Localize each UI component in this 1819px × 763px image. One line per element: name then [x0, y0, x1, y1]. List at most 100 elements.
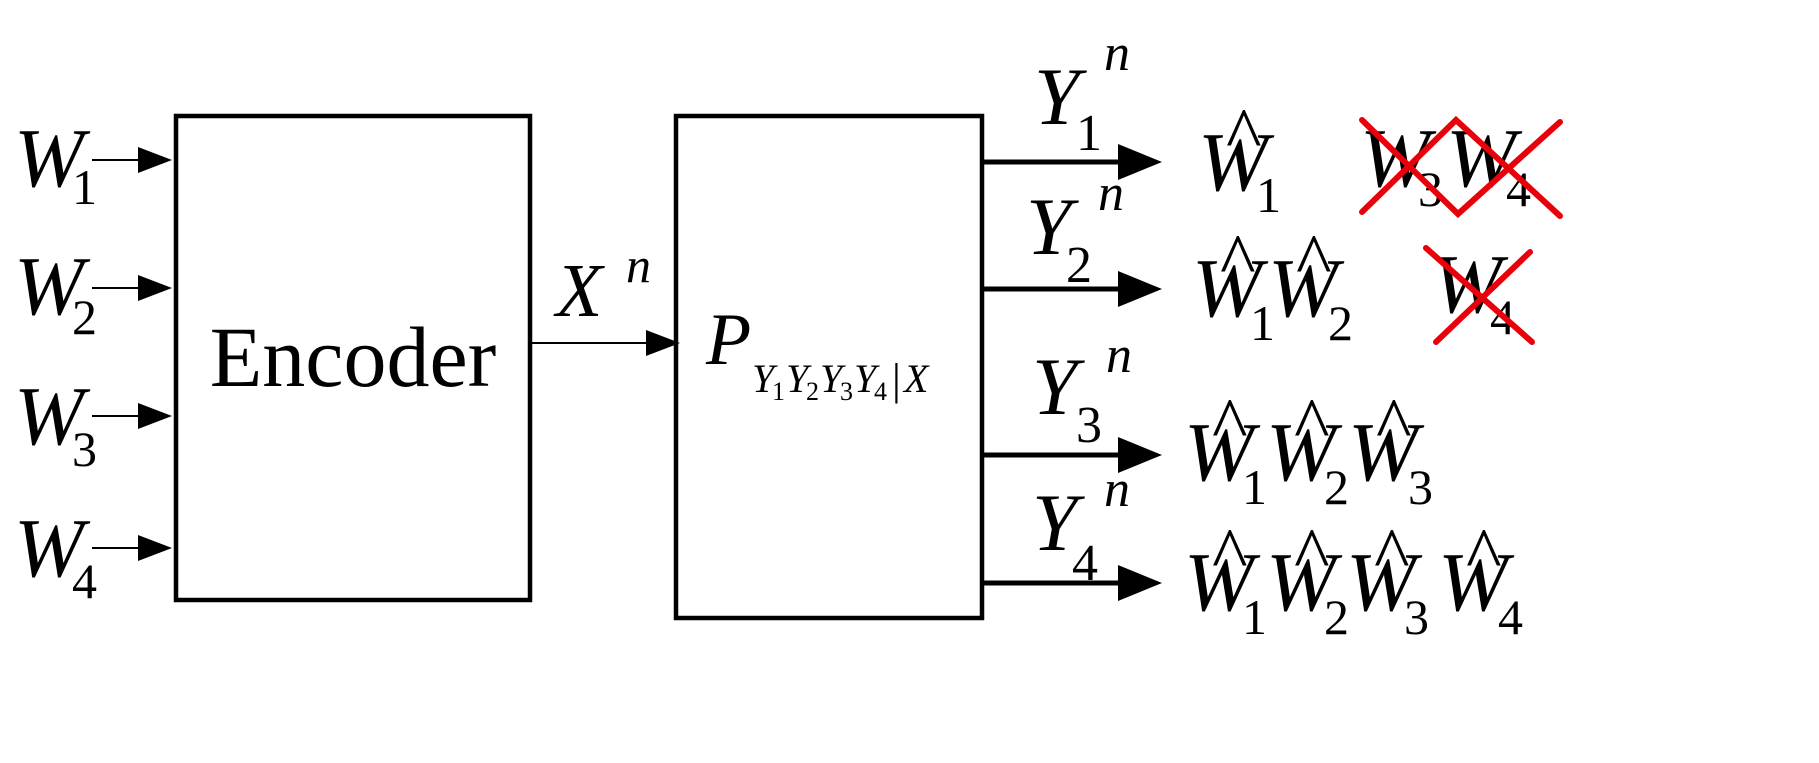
- estimate-base: W: [1184, 406, 1261, 499]
- estimate-hat: ^: [1226, 93, 1262, 177]
- output-y2-index: 2: [1066, 237, 1092, 294]
- estimate-base: W: [1348, 406, 1425, 499]
- output-y3: Y n 3: [982, 327, 1162, 473]
- output-y3-arrowhead: [1118, 437, 1162, 473]
- receiver-1-estimates: W ^ 1: [1198, 93, 1281, 223]
- receiver-1-crossed-out: W 3 W 4: [1359, 112, 1563, 219]
- input-w4-base: W: [14, 502, 91, 595]
- receiver-2-estimates: W ^ 1 W ^ 2: [1192, 219, 1353, 351]
- estimate-hat: ^: [1220, 219, 1256, 303]
- estimate-index: 2: [1324, 459, 1349, 515]
- output-y4-index: 4: [1072, 535, 1098, 592]
- estimate-hat: ^: [1212, 383, 1248, 467]
- estimate-index: 1: [1242, 589, 1267, 645]
- estimate-w1: W ^ 1: [1192, 219, 1275, 351]
- input-arrow-w2: [92, 275, 172, 301]
- output-y1-exponent: n: [1104, 25, 1130, 82]
- output-y3-symbol: Y: [1032, 341, 1085, 432]
- estimate-base: W: [1266, 406, 1343, 499]
- estimate-hat: ^: [1296, 219, 1332, 303]
- output-y2: Y n 2: [982, 165, 1162, 307]
- estimate-index: 2: [1324, 589, 1349, 645]
- channel-law-y2-index: 2: [806, 377, 819, 406]
- estimate-base: W: [1266, 536, 1343, 629]
- output-y4: Y n 4: [982, 461, 1162, 601]
- output-y1-index: 1: [1076, 105, 1102, 162]
- input-w3-base: W: [14, 370, 91, 463]
- channel-law-p: P: [705, 299, 751, 381]
- input-w4-index: 4: [72, 553, 97, 609]
- input-arrow-w3: [92, 403, 172, 429]
- input-message-w1: W 1: [14, 112, 97, 215]
- channel-block: P Y 1 Y 2 Y 3 Y 4 | X: [673, 113, 985, 621]
- output-y4-exponent: n: [1104, 461, 1130, 518]
- estimate-base: W: [1346, 536, 1423, 629]
- estimate-base: W: [1184, 536, 1261, 629]
- estimate-hat: ^: [1374, 513, 1410, 597]
- estimate-index: 3: [1404, 589, 1429, 645]
- channel-law-y1: Y: [752, 356, 778, 401]
- estimate-base: W: [1268, 242, 1345, 335]
- cross-out-mark: [1359, 115, 1563, 219]
- output-y1-symbol: Y: [1034, 51, 1087, 142]
- cross-out-mark: [1423, 245, 1535, 345]
- estimate-hat: ^: [1376, 383, 1412, 467]
- decoded-estimates: W ^ 1 W 3 W 4 W ^ 1 W ^: [1184, 93, 1563, 645]
- input-w1-index: 1: [72, 159, 97, 215]
- channel-input-exponent: n: [626, 237, 651, 293]
- receiver-4-estimates: W ^ 1 W ^ 2 W ^ 3 W ^ 4: [1184, 513, 1523, 645]
- output-y4-arrowhead: [1118, 565, 1162, 601]
- estimate-base: W: [1198, 116, 1275, 209]
- estimate-w1: W ^ 1: [1184, 383, 1267, 515]
- channel-law-y2: Y: [786, 356, 812, 401]
- channel-input-link: X n: [530, 237, 680, 356]
- receiver-2-crossed-out: W 4: [1423, 238, 1535, 345]
- input-arrows: [92, 147, 172, 561]
- input-messages: W 1 W 2 W 3 W 4: [14, 112, 97, 609]
- channel-law-y3-index: 3: [840, 377, 853, 406]
- channel-law-label: P Y 1 Y 2 Y 3 Y 4 | X: [705, 299, 930, 406]
- estimate-index: 4: [1498, 589, 1523, 645]
- input-message-w2: W 2: [14, 240, 97, 345]
- channel-input-arrowhead: [646, 330, 680, 356]
- input-w2-index: 2: [72, 289, 97, 345]
- estimate-hat: ^: [1294, 513, 1330, 597]
- output-y1-arrowhead: [1118, 144, 1162, 180]
- estimate-w1: W ^ 1: [1198, 93, 1281, 223]
- estimate-w2: W ^ 2: [1266, 383, 1349, 515]
- estimate-hat: ^: [1466, 513, 1502, 597]
- output-y2-exponent: n: [1098, 165, 1124, 222]
- output-y2-symbol: Y: [1026, 181, 1079, 272]
- output-y1: Y n 1: [982, 25, 1162, 180]
- output-y4-symbol: Y: [1032, 477, 1085, 568]
- input-w2-base: W: [14, 240, 91, 333]
- estimate-hat: ^: [1294, 383, 1330, 467]
- estimate-index: 2: [1328, 295, 1353, 351]
- estimate-w3: W ^ 3: [1346, 513, 1429, 645]
- input-arrow-w4: [92, 535, 172, 561]
- encoder-block: Encoder: [173, 113, 533, 603]
- receiver-3-estimates: W ^ 1 W ^ 2 W ^ 3: [1184, 383, 1433, 515]
- output-y3-index: 3: [1076, 397, 1102, 454]
- channel-outputs: Y n 1 Y n 2 Y n 3 Y n 4: [982, 25, 1162, 601]
- estimate-base: W: [1438, 536, 1515, 629]
- input-message-w4: W 4: [14, 502, 97, 609]
- input-w1-base: W: [14, 112, 91, 205]
- estimate-base: W: [1192, 242, 1269, 335]
- input-w3-index: 3: [72, 421, 97, 477]
- estimate-index: 1: [1256, 167, 1281, 223]
- estimate-w4: W ^ 4: [1438, 513, 1523, 645]
- estimate-index: 3: [1408, 459, 1433, 515]
- estimate-index: 1: [1250, 295, 1275, 351]
- estimate-w2: W ^ 2: [1266, 513, 1349, 645]
- encoder-box: [173, 113, 533, 603]
- channel-box: [673, 113, 985, 621]
- encoder-label: Encoder: [210, 309, 497, 405]
- channel-law-y4-index: 4: [874, 377, 887, 406]
- channel-law-y1-index: 1: [772, 377, 785, 406]
- input-arrow-w1: [92, 147, 172, 173]
- output-y3-exponent: n: [1106, 327, 1132, 384]
- channel-law-bar: |: [892, 355, 901, 404]
- estimate-hat: ^: [1212, 513, 1248, 597]
